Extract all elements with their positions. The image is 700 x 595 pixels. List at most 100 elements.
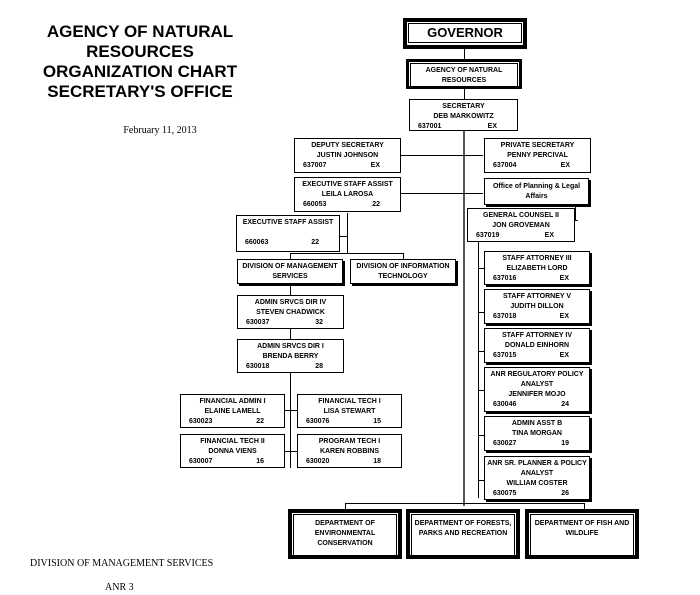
node-grade: 26 [561, 490, 569, 497]
node-title: EXECUTIVE STAFF ASSIST [242, 219, 334, 226]
connector-line [575, 206, 576, 220]
node-dept-environmental-conservation[interactable]: DEPARTMENT OF ENVIRONMENTAL CONSERVATION [288, 509, 402, 559]
node-name: PENNY PERCIVAL [507, 152, 568, 159]
node-title: FINANCIAL TECH I [318, 398, 381, 405]
node-name: DEB MARKOWITZ [433, 113, 494, 120]
connector-line [403, 253, 404, 259]
node-grade: 24 [561, 401, 569, 408]
node-code: 630020 [306, 458, 330, 465]
node-agency[interactable]: AGENCY OF NATURAL RESOURCES [406, 59, 522, 89]
node-code: 630023 [189, 418, 213, 425]
node-code: 630046 [493, 401, 517, 408]
connector-line [464, 48, 465, 60]
node-line: DIVISION OF INFORMATION [356, 263, 450, 270]
connector-line [285, 451, 297, 452]
node-line: ENVIRONMENTAL [314, 530, 376, 537]
node-code: 637007 [303, 162, 327, 169]
node-grade: EX [560, 162, 570, 169]
node-grade: 28 [315, 363, 323, 370]
node-name: DONNA VIENS [208, 448, 257, 455]
node-exec-staff-assist[interactable]: EXECUTIVE STAFF ASSIST LEILA LAROSA 6600… [294, 177, 401, 212]
node-grade: EX [544, 232, 554, 239]
node-grade: 32 [315, 319, 323, 326]
node-title: ADMIN ASST B [511, 420, 563, 427]
node-title: ANALYST [520, 470, 554, 477]
connector-line [401, 155, 483, 156]
node-title: GENERAL COUNSEL II [483, 212, 559, 219]
node-line: TECHNOLOGY [378, 273, 428, 280]
node-dept-fish-wildlife[interactable]: DEPARTMENT OF FISH AND WILDLIFE [525, 509, 639, 559]
node-code: 637016 [493, 275, 517, 282]
node-code: 660053 [303, 201, 327, 208]
node-title: PRIVATE SECRETARY [500, 142, 575, 149]
chart-date: February 11, 2013 [123, 125, 197, 136]
node-code: 630076 [306, 418, 330, 425]
node-code: 637018 [493, 313, 517, 320]
node-code: 630037 [246, 319, 270, 326]
node-line: RESOURCES [441, 77, 487, 84]
node-line: AGENCY OF NATURAL [425, 67, 503, 74]
node-name: ELAINE LAMELL [204, 408, 261, 415]
node-name: TINA MORGAN [512, 430, 562, 437]
node-name: JUSTIN JOHNSON [316, 152, 379, 159]
title-line: RESOURCES [86, 42, 194, 61]
connector-line [463, 130, 465, 506]
node-grade: 18 [373, 458, 381, 465]
node-code: 637015 [493, 352, 517, 359]
node-grade: 19 [561, 440, 569, 447]
node-line: DEPARTMENT OF [315, 520, 375, 527]
node-code: 630075 [493, 490, 517, 497]
node-dept-forests-parks-recreation[interactable]: DEPARTMENT OF FORESTS, PARKS AND RECREAT… [406, 509, 520, 559]
node-grade: 15 [373, 418, 381, 425]
node-name: STEVEN CHADWICK [256, 309, 325, 316]
node-title: ADMIN SRVCS DIR IV [254, 299, 327, 306]
node-title: SECRETARY [442, 103, 485, 110]
node-title: ANALYST [520, 381, 554, 388]
node-title: DEPUTY SECRETARY [311, 142, 384, 149]
node-line: CONSERVATION [317, 540, 373, 547]
node-staff-attorney-iii[interactable]: STAFF ATTORNEY III ELIZABETH LORD 637016… [484, 251, 590, 285]
node-code: 630007 [189, 458, 213, 465]
connector-line [290, 372, 291, 468]
node-name [237, 228, 339, 238]
connector-line [478, 480, 484, 481]
connector-line [290, 328, 291, 340]
node-div-it[interactable]: DIVISION OF INFORMATION TECHNOLOGY [350, 259, 456, 284]
chart-title: AGENCY OF NATURAL RESOURCES ORGANIZATION… [30, 22, 250, 102]
node-office-planning-legal[interactable]: Office of Planning & Legal Affairs [484, 178, 589, 205]
node-grade: 22 [372, 201, 380, 208]
node-grade: EX [487, 123, 497, 130]
node-title: FINANCIAL ADMIN I [199, 398, 266, 405]
node-admin-srvcs-dir-iv[interactable]: ADMIN SRVCS DIR IV STEVEN CHADWICK 63003… [237, 295, 344, 329]
node-anr-regulatory-policy-analyst[interactable]: ANR REGULATORY POLICY ANALYST JENNIFER M… [484, 367, 590, 412]
connector-line [478, 268, 484, 269]
node-anr-sr-planner-policy-analyst[interactable]: ANR SR. PLANNER & POLICY ANALYST WILLIAM… [484, 456, 590, 500]
node-div-management[interactable]: DIVISION OF MANAGEMENT SERVICES [237, 259, 343, 284]
connector-line [401, 193, 483, 194]
connector-line [340, 236, 347, 237]
connector-line [478, 435, 484, 436]
connector-line [347, 213, 348, 253]
connector-line [290, 253, 403, 254]
node-governor[interactable]: GOVERNOR [403, 18, 527, 49]
node-title: STAFF ATTORNEY IV [501, 332, 572, 339]
node-line: Affairs [525, 193, 548, 200]
connector-line [478, 242, 479, 498]
node-name: BRENDA BERRY [262, 353, 319, 360]
node-name: KAREN ROBBINS [319, 448, 380, 455]
node-line: PARKS AND RECREATION [418, 530, 508, 537]
footer-page: ANR 3 [105, 582, 134, 593]
